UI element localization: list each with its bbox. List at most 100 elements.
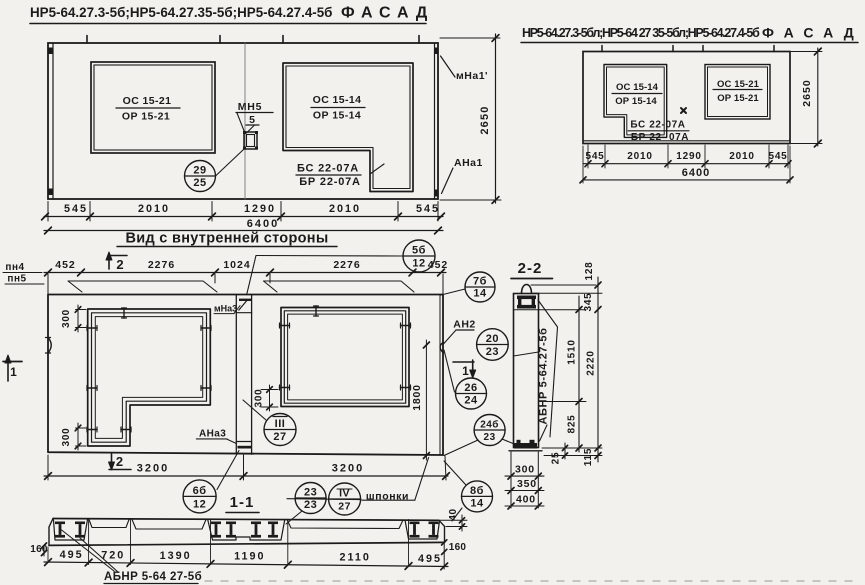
svg-text:БС 22-07А: БС 22-07А	[630, 120, 685, 131]
svg-text:2010: 2010	[138, 203, 170, 215]
svg-text:1-1: 1-1	[230, 494, 255, 511]
svg-text:2-2: 2-2	[518, 260, 543, 277]
svg-text:20: 20	[486, 333, 499, 345]
svg-text:24б: 24б	[480, 419, 499, 431]
svg-text:1190: 1190	[234, 551, 265, 563]
svg-text:345: 345	[583, 292, 594, 311]
svg-text:1: 1	[10, 365, 17, 379]
svg-text:1510: 1510	[567, 339, 578, 364]
svg-text:1290: 1290	[244, 203, 276, 215]
svg-text:Вид с внутренней стороны: Вид с внутренней стороны	[125, 231, 328, 247]
svg-text:ОР 15-21: ОР 15-21	[122, 111, 170, 123]
svg-text:452: 452	[428, 259, 449, 271]
svg-text:452: 452	[55, 259, 76, 271]
svg-text:мНа1': мНа1'	[456, 70, 488, 82]
svg-text:6400: 6400	[247, 218, 279, 230]
svg-text:ОС 15-14: ОС 15-14	[313, 94, 362, 106]
svg-text:8б: 8б	[470, 485, 484, 497]
svg-text:БР 22-07А: БР 22-07А	[299, 176, 361, 188]
svg-text:27: 27	[338, 501, 351, 513]
svg-text:АНа3: АНа3	[199, 429, 226, 440]
svg-text:825: 825	[567, 414, 578, 433]
svg-text:115: 115	[583, 448, 594, 467]
svg-text:300: 300	[515, 464, 535, 476]
svg-text:1390: 1390	[160, 550, 192, 562]
svg-text:350: 350	[517, 478, 537, 490]
svg-text:23: 23	[304, 487, 317, 499]
svg-text:2220: 2220	[586, 350, 597, 375]
svg-text:545: 545	[768, 151, 787, 162]
svg-text:24: 24	[464, 395, 478, 407]
svg-text:2276: 2276	[333, 259, 360, 271]
svg-text:300: 300	[61, 427, 72, 446]
svg-text:ОС 15-14: ОС 15-14	[616, 82, 659, 93]
svg-text:1290: 1290	[676, 151, 701, 162]
svg-text:7б: 7б	[473, 276, 487, 288]
svg-text:МН5: МН5	[238, 101, 263, 113]
svg-text:2010: 2010	[729, 151, 754, 162]
svg-text:720: 720	[101, 550, 125, 562]
svg-text:160: 160	[449, 542, 467, 553]
svg-text:545: 545	[64, 203, 88, 215]
svg-text:1024: 1024	[223, 259, 250, 271]
svg-text:2010: 2010	[627, 151, 652, 162]
svg-text:2276: 2276	[148, 259, 175, 271]
svg-text:2010: 2010	[329, 203, 361, 215]
svg-text:1800: 1800	[411, 384, 423, 411]
svg-text:545: 545	[585, 151, 604, 162]
svg-text:АНа1: АНа1	[454, 157, 483, 169]
svg-text:БС 22-07А: БС 22-07А	[297, 163, 359, 175]
svg-text:26: 26	[464, 382, 477, 394]
svg-text:495: 495	[60, 549, 84, 561]
svg-text:ОС 15-21: ОС 15-21	[123, 95, 172, 107]
svg-text:495: 495	[418, 553, 442, 565]
svg-text:АН2: АН2	[453, 319, 476, 331]
svg-text:25: 25	[193, 177, 206, 189]
svg-text:300: 300	[61, 309, 72, 328]
svg-text:5: 5	[249, 114, 255, 126]
svg-text:2: 2	[116, 454, 123, 469]
svg-text:ФАСАД: ФАСАД	[762, 25, 864, 41]
svg-text:12: 12	[193, 498, 206, 510]
svg-text:НР5-64.27.3-5бл;НР5-64 27 35-5: НР5-64.27.3-5бл;НР5-64 27 35-5бл;НР5-64.…	[522, 26, 760, 40]
svg-text:АБНР 5-64 27-5б: АБНР 5-64 27-5б	[104, 571, 202, 583]
svg-text:2: 2	[116, 257, 123, 272]
svg-text:128: 128	[584, 261, 595, 280]
svg-text:3200: 3200	[332, 463, 364, 475]
svg-text:НР5-64.27.3-5б;НР5-64.27.35-5б: НР5-64.27.3-5б;НР5-64.27.35-5б;НР5-64.27…	[30, 5, 332, 20]
svg-text:3200: 3200	[137, 463, 169, 475]
svg-text:23: 23	[486, 346, 499, 358]
svg-text:300: 300	[254, 388, 265, 407]
svg-text:ОР 15-21: ОР 15-21	[717, 93, 759, 104]
svg-text:6б: 6б	[193, 485, 207, 497]
svg-text:40: 40	[448, 508, 459, 520]
svg-text:160: 160	[30, 544, 48, 555]
svg-text:12: 12	[412, 258, 425, 270]
svg-text:пн5: пн5	[7, 274, 26, 285]
svg-text:ОС 15-21: ОС 15-21	[717, 79, 760, 90]
svg-text:400: 400	[516, 494, 536, 506]
svg-text:2110: 2110	[339, 552, 370, 564]
svg-text:545: 545	[416, 203, 440, 215]
svg-text:14: 14	[470, 497, 484, 509]
svg-text:БР 22- 07А: БР 22- 07А	[631, 132, 689, 143]
svg-text:25: 25	[551, 452, 562, 465]
svg-text:шпонки: шпонки	[366, 491, 409, 503]
svg-text:мНа3: мНа3	[214, 304, 237, 314]
svg-text:АБНР 5-64.27-5б: АБНР 5-64.27-5б	[538, 327, 550, 424]
svg-text:пн4: пн4	[5, 262, 24, 273]
svg-text:2650: 2650	[479, 105, 491, 134]
svg-text:III: III	[275, 418, 286, 430]
svg-text:5б: 5б	[412, 245, 426, 257]
svg-text:ОР 15-14: ОР 15-14	[313, 110, 361, 122]
svg-text:ФАСАД: ФАСАД	[341, 5, 434, 22]
svg-text:IV: IV	[339, 488, 350, 500]
svg-text:6400: 6400	[682, 167, 710, 179]
svg-text:23: 23	[304, 499, 317, 511]
svg-text:23: 23	[484, 432, 496, 443]
svg-text:2650: 2650	[801, 79, 813, 106]
svg-text:27: 27	[273, 431, 286, 443]
svg-text:1: 1	[462, 364, 469, 378]
svg-text:14: 14	[473, 288, 487, 300]
svg-text:29: 29	[193, 165, 206, 177]
